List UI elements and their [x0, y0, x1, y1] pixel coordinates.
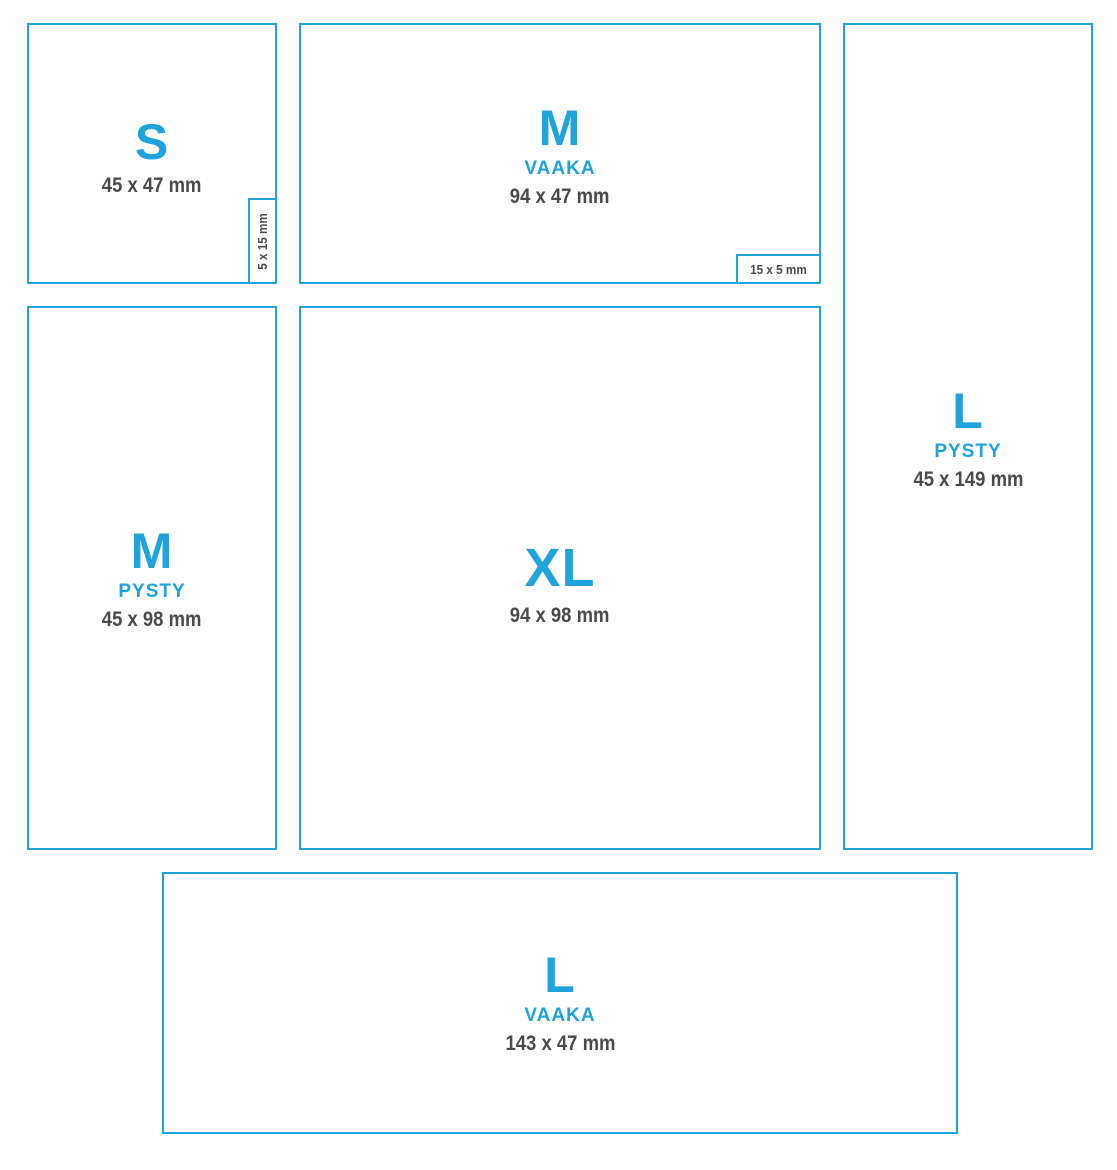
orientation-text: VAAKA	[524, 1005, 596, 1026]
size-letter: S	[134, 114, 170, 170]
margin-note-box: 5 x 15 mm	[248, 198, 277, 284]
orientation-text: PYSTY	[934, 441, 1002, 462]
dimensions-text: 45 x 98 mm	[102, 608, 202, 631]
size-letter: M	[130, 523, 174, 579]
margin-note-box: 15 x 5 mm	[736, 254, 821, 284]
dimensions-text: 45 x 47 mm	[102, 174, 202, 197]
orientation-text: VAAKA	[524, 158, 596, 179]
size-box-s-label: S 45 x 47 mm	[29, 117, 275, 196]
margin-note-text: 5 x 15 mm	[255, 212, 270, 270]
size-letter: M	[538, 100, 582, 156]
size-letter: XL	[524, 538, 596, 598]
dimensions-text: 45 x 149 mm	[913, 468, 1023, 491]
dimensions-text: 94 x 98 mm	[510, 604, 610, 627]
size-box-xl: XL 94 x 98 mm	[299, 306, 821, 850]
dimensions-text: 94 x 47 mm	[510, 185, 610, 208]
orientation-text: PYSTY	[118, 581, 186, 602]
size-box-m-pysty-label: M PYSTY 45 x 98 mm	[29, 526, 275, 630]
dimensions-text: 143 x 47 mm	[505, 1032, 615, 1055]
size-box-m-vaaka: M VAAKA 94 x 47 mm 15 x 5 mm	[299, 23, 821, 284]
size-letter: L	[544, 947, 576, 1003]
size-box-l-pysty: L PYSTY 45 x 149 mm	[843, 23, 1093, 850]
margin-note-text: 15 x 5 mm	[750, 261, 807, 277]
size-box-s: S 45 x 47 mm 5 x 15 mm	[27, 23, 277, 284]
size-box-xl-label: XL 94 x 98 mm	[301, 541, 819, 626]
size-box-m-vaaka-label: M VAAKA 94 x 47 mm	[301, 103, 819, 207]
size-box-l-pysty-label: L PYSTY 45 x 149 mm	[845, 386, 1091, 490]
size-box-l-vaaka: L VAAKA 143 x 47 mm	[162, 872, 958, 1134]
size-letter: L	[952, 383, 984, 439]
size-box-l-vaaka-label: L VAAKA 143 x 47 mm	[164, 950, 956, 1054]
size-box-m-pysty: M PYSTY 45 x 98 mm	[27, 306, 277, 850]
